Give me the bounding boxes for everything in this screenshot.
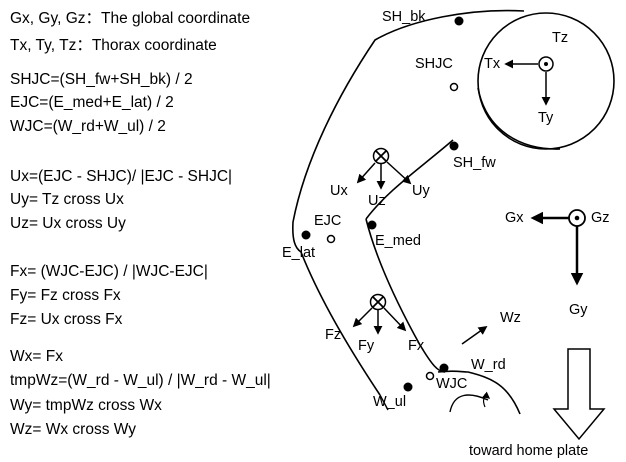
label-tx: Tx xyxy=(484,56,501,72)
label-toward-home-plate: toward home plate xyxy=(469,443,589,459)
label-shjc: SHJC xyxy=(415,56,453,72)
equation-fx: Fx= (WJC-EJC) / |WJC-EJC| xyxy=(10,263,208,280)
forearm-outer-outline xyxy=(300,251,381,396)
label-fz: Fz xyxy=(325,327,342,343)
label-uz: Uz xyxy=(368,193,386,209)
fz-arrow xyxy=(352,307,373,328)
equation-shjc: SHJC=(SH_fw+SH_bk) / 2 xyxy=(10,71,193,88)
label-e-med: E_med xyxy=(375,233,421,249)
equation-wjc: WJC=(W_rd+W_ul) / 2 xyxy=(10,118,166,135)
marker-ejc xyxy=(326,234,336,244)
label-ty: Ty xyxy=(538,110,554,126)
wz-arrow xyxy=(461,325,488,345)
label-tz: Tz xyxy=(552,30,569,46)
marker-sh-fw xyxy=(449,141,459,151)
equation-ejc: EJC=(E_med+E_lat) / 2 xyxy=(10,94,174,111)
equation-fz: Fz= Ux cross Fx xyxy=(10,311,123,328)
equation-ux: Ux=(EJC - SHJC)/ |EJC - SHJC| xyxy=(10,168,233,185)
definition-global-coordinate: Gx, Gy, Gz：The global coordinate xyxy=(10,10,251,27)
label-fx: Fx xyxy=(408,338,425,354)
home-plate-arrow xyxy=(552,348,606,441)
thumb-outline xyxy=(449,394,489,413)
equation-wz: Wz= Wx cross Wy xyxy=(10,421,137,438)
hand-outline xyxy=(437,370,521,415)
label-ejc: EJC xyxy=(314,213,342,229)
label-w-rd: W_rd xyxy=(471,357,506,373)
label-gx: Gx xyxy=(505,210,524,226)
uy-arrow xyxy=(386,161,412,185)
label-wz: Wz xyxy=(500,310,521,326)
equation-wy: Wy= tmpWz cross Wx xyxy=(10,397,162,414)
label-e-lat: E_lat xyxy=(282,245,316,261)
label-sh-bk: SH_bk xyxy=(382,9,426,25)
label-sh-fw: SH_fw xyxy=(453,155,496,171)
equation-tmpwz: tmpWz=(W_rd - W_ul) / |W_rd - W_ul| xyxy=(10,372,271,389)
label-w-ul: W_ul xyxy=(373,394,407,410)
marker-e-med xyxy=(367,220,377,230)
hand-boundary-left xyxy=(379,394,389,411)
label-gz: Gz xyxy=(591,210,610,226)
marker-w-rd xyxy=(439,363,449,373)
marker-wjc xyxy=(425,371,435,381)
equation-uz: Uz= Ux cross Uy xyxy=(10,215,126,232)
equation-wx: Wx= Fx xyxy=(10,348,63,365)
marker-shjc xyxy=(449,82,459,92)
shoulder-lower-outline xyxy=(477,87,561,150)
finger-curl xyxy=(482,391,491,408)
ux-arrow xyxy=(356,162,376,184)
marker-w-ul xyxy=(403,382,413,392)
definition-thorax-coordinate: Tx, Ty, Tz：Thorax coordinate xyxy=(10,37,217,54)
upper-arm-outer-outline xyxy=(292,9,525,253)
fx-arrow xyxy=(383,307,407,332)
equation-uy: Uy= Tz cross Ux xyxy=(10,191,124,208)
label-uy: Uy xyxy=(412,183,430,199)
label-gy: Gy xyxy=(569,302,588,318)
label-fy: Fy xyxy=(358,338,375,354)
marker-sh-bk xyxy=(454,16,464,26)
label-ux: Ux xyxy=(330,183,348,199)
equation-fy: Fy= Fz cross Fx xyxy=(10,287,121,304)
forearm-inner-outline xyxy=(365,218,446,373)
marker-e-lat xyxy=(301,230,311,240)
label-wjc: WJC xyxy=(436,376,468,392)
